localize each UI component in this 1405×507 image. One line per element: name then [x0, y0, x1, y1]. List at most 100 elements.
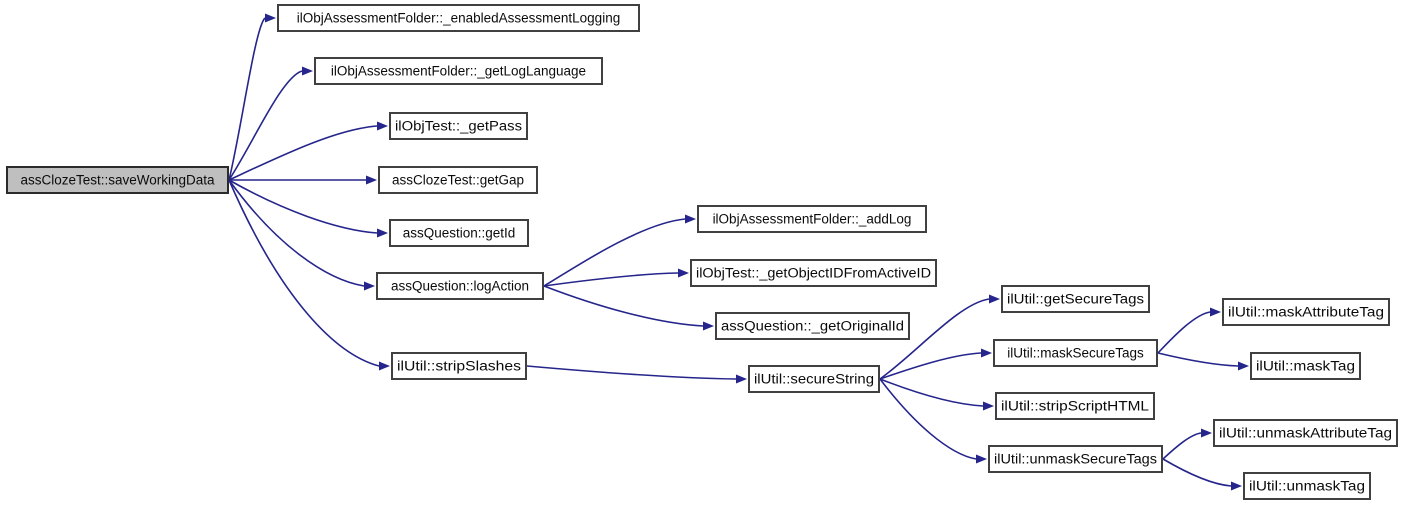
- graph-node-getObjectIDFromActiveID[interactable]: ilObjTest::_getObjectIDFromActiveID: [690, 259, 937, 287]
- node-label: ilUtil::unmaskSecureTags: [994, 452, 1157, 467]
- call-edge: [543, 218, 686, 287]
- call-edge: [228, 179, 380, 367]
- call-edge: [879, 352, 982, 380]
- arrowhead-icon: [1231, 481, 1242, 491]
- node-label: ilObjTest::_getObjectIDFromActiveID: [696, 266, 931, 281]
- call-edge: [228, 70, 303, 181]
- graph-node-stripScriptHTML[interactable]: ilUtil::stripScriptHTML: [995, 392, 1155, 420]
- graph-node-secureString[interactable]: ilUtil::secureString: [748, 365, 880, 393]
- arrowhead-icon: [703, 321, 714, 331]
- node-box[interactable]: [748, 365, 880, 393]
- node-box[interactable]: [1213, 419, 1398, 447]
- arrowhead-icon: [364, 281, 375, 291]
- node-box[interactable]: [993, 339, 1158, 367]
- node-label: assQuestion::logAction: [391, 279, 529, 294]
- arrowhead-icon: [1210, 307, 1221, 317]
- node-label: ilObjAssessmentFolder::_getLogLanguage: [331, 64, 586, 79]
- node-label: assClozeTest::saveWorkingData: [20, 173, 215, 188]
- graph-node-getPass[interactable]: ilObjTest::_getPass: [389, 112, 528, 140]
- node-label: ilUtil::stripScriptHTML: [1001, 399, 1150, 414]
- arrowhead-icon: [736, 374, 747, 384]
- graph-node-getSecureTags[interactable]: ilUtil::getSecureTags: [1001, 285, 1150, 313]
- node-box[interactable]: [6, 166, 229, 194]
- node-label: ilObjAssessmentFolder::_addLog: [713, 212, 912, 227]
- call-edge: [228, 179, 365, 287]
- node-box[interactable]: [697, 205, 927, 233]
- arrowhead-icon: [377, 228, 388, 238]
- arrowhead-icon: [685, 214, 696, 224]
- node-box[interactable]: [715, 312, 910, 340]
- arrowhead-icon: [377, 121, 388, 131]
- node-box[interactable]: [1222, 298, 1390, 326]
- graph-node-unmaskAttributeTag[interactable]: ilUtil::unmaskAttributeTag: [1213, 419, 1398, 447]
- node-label: ilUtil::maskTag: [1256, 359, 1355, 374]
- node-box[interactable]: [690, 259, 937, 287]
- arrowhead-icon: [983, 401, 994, 411]
- node-label: ilUtil::maskSecureTags: [1007, 346, 1144, 361]
- call-edge: [543, 285, 704, 327]
- node-label: ilObjTest::_getPass: [395, 119, 522, 134]
- graph-node-unmaskTag[interactable]: ilUtil::unmaskTag: [1243, 472, 1371, 500]
- node-label: ilUtil::stripSlashes: [397, 359, 521, 374]
- node-box[interactable]: [1001, 285, 1150, 313]
- call-edge: [879, 378, 984, 407]
- graph-node-addLog[interactable]: ilObjAssessmentFolder::_addLog: [697, 205, 927, 233]
- node-label: ilUtil::unmaskAttributeTag: [1219, 426, 1392, 441]
- graph-node-enabledAssessmentLogging[interactable]: ilObjAssessmentFolder::_enabledAssessmen…: [277, 4, 640, 32]
- arrowhead-icon: [379, 361, 390, 371]
- node-box[interactable]: [988, 445, 1163, 473]
- node-box[interactable]: [389, 112, 528, 140]
- call-edge: [879, 378, 977, 460]
- edges-layer: [228, 13, 1249, 491]
- node-label: assQuestion::getId: [403, 226, 516, 241]
- graph-node-saveWorkingData[interactable]: assClozeTest::saveWorkingData: [6, 166, 229, 194]
- call-edge: [1157, 352, 1239, 367]
- node-box[interactable]: [995, 392, 1155, 420]
- node-box[interactable]: [389, 219, 529, 247]
- call-edge: [879, 298, 990, 380]
- graph-node-maskAttributeTag[interactable]: ilUtil::maskAttributeTag: [1222, 298, 1390, 326]
- arrowhead-icon: [265, 13, 276, 23]
- node-box[interactable]: [376, 272, 544, 300]
- graph-node-maskSecureTags[interactable]: ilUtil::maskSecureTags: [993, 339, 1158, 367]
- node-box[interactable]: [1250, 352, 1361, 380]
- call-edge: [228, 17, 266, 181]
- graph-node-logAction[interactable]: assQuestion::logAction: [376, 272, 544, 300]
- node-label: ilObjAssessmentFolder::_enabledAssessmen…: [297, 11, 620, 26]
- graph-node-stripSlashes[interactable]: ilUtil::stripSlashes: [391, 352, 527, 380]
- node-box[interactable]: [378, 166, 538, 194]
- node-label: assClozeTest::getGap: [392, 173, 524, 188]
- node-label: ilUtil::unmaskTag: [1249, 479, 1365, 494]
- graph-node-getOriginalId[interactable]: assQuestion::_getOriginalId: [715, 312, 910, 340]
- call-edge: [526, 365, 737, 380]
- call-edge: [228, 125, 378, 181]
- arrowhead-icon: [302, 66, 313, 76]
- arrowhead-icon: [1238, 361, 1249, 371]
- node-box[interactable]: [391, 352, 527, 380]
- graph-node-maskTag[interactable]: ilUtil::maskTag: [1250, 352, 1361, 380]
- node-label: ilUtil::getSecureTags: [1007, 292, 1144, 307]
- call-edge: [1162, 432, 1202, 460]
- graph-node-unmaskSecureTags[interactable]: ilUtil::unmaskSecureTags: [988, 445, 1163, 473]
- graph-node-getLogLanguage[interactable]: ilObjAssessmentFolder::_getLogLanguage: [314, 57, 603, 85]
- arrowhead-icon: [981, 348, 992, 358]
- arrowhead-icon: [976, 454, 987, 464]
- node-box[interactable]: [1243, 472, 1371, 500]
- node-label: assQuestion::_getOriginalId: [721, 319, 904, 334]
- nodes-layer: assClozeTest::saveWorkingDatailObjAssess…: [6, 4, 1398, 500]
- call-edge: [1157, 311, 1211, 354]
- call-edge: [228, 179, 378, 234]
- node-label: ilUtil::secureString: [754, 372, 874, 387]
- call-edge: [1162, 458, 1232, 487]
- arrowhead-icon: [1201, 428, 1212, 438]
- node-box[interactable]: [314, 57, 603, 85]
- arrowhead-icon: [678, 268, 689, 278]
- arrowhead-icon: [989, 294, 1000, 304]
- graph-node-getGap[interactable]: assClozeTest::getGap: [378, 166, 538, 194]
- call-edge: [543, 272, 679, 287]
- node-label: ilUtil::maskAttributeTag: [1228, 305, 1384, 320]
- graph-node-getId[interactable]: assQuestion::getId: [389, 219, 529, 247]
- node-box[interactable]: [277, 4, 640, 32]
